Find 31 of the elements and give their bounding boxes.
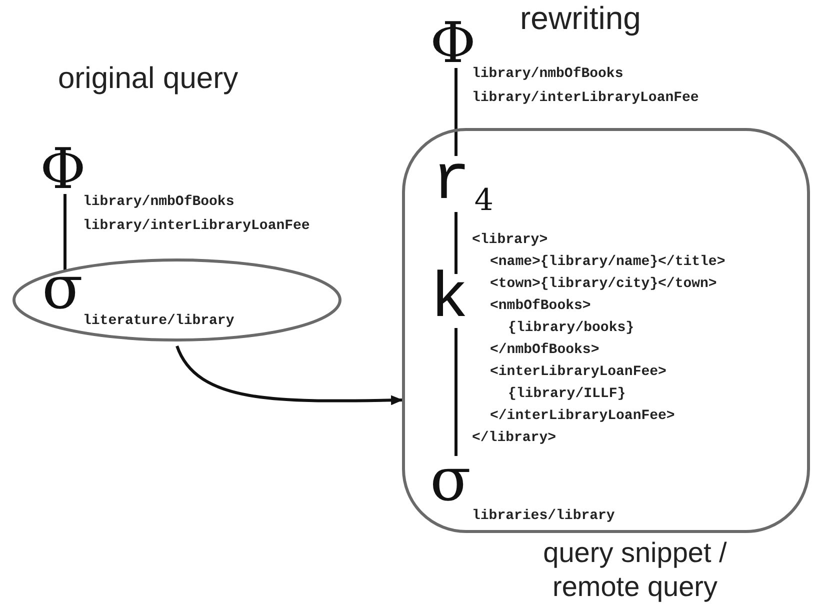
attribute-path: library/nmbOfBooks <box>83 194 234 210</box>
code-line: {library/ILLF} <box>508 386 626 402</box>
code-line: <name>{library/name}</title> <box>490 254 726 270</box>
heading: rewriting <box>520 0 641 37</box>
arrow <box>176 345 403 406</box>
construct-symbol: k <box>430 268 468 332</box>
code-line: </nmbOfBooks> <box>490 342 600 358</box>
relation-path: literature/library <box>83 313 234 329</box>
attribute-path: library/interLibraryLoanFee <box>472 90 699 106</box>
code-line: <nmbOfBooks> <box>490 298 591 314</box>
code-line: </library> <box>472 430 556 446</box>
selection-symbol: σ <box>430 450 471 510</box>
code-line: <library> <box>472 232 548 248</box>
connector-line <box>64 194 66 271</box>
heading: original query <box>58 62 238 96</box>
connector-line <box>454 212 458 274</box>
attribute-path: library/nmbOfBooks <box>472 66 624 82</box>
rename-symbol: r$_{4}$ <box>432 150 494 216</box>
code-line: </interLibraryLoanFee> <box>490 408 675 424</box>
attribute-path: libraries/library <box>472 508 615 524</box>
connector-line <box>454 68 458 156</box>
selection-symbol: σ <box>42 258 83 318</box>
code-line: {library/books} <box>508 320 634 336</box>
ellipse-node <box>12 258 342 342</box>
code-line: <town>{library/city}</town> <box>490 276 717 292</box>
connector-line <box>454 328 458 456</box>
projection-symbol: Φ <box>40 142 86 198</box>
rounded-box <box>402 128 810 533</box>
attribute-path: library/interLibraryLoanFee <box>83 218 310 234</box>
code-line: <interLibraryLoanFee> <box>490 364 666 380</box>
node-label: query snippet / remote query <box>542 536 728 604</box>
